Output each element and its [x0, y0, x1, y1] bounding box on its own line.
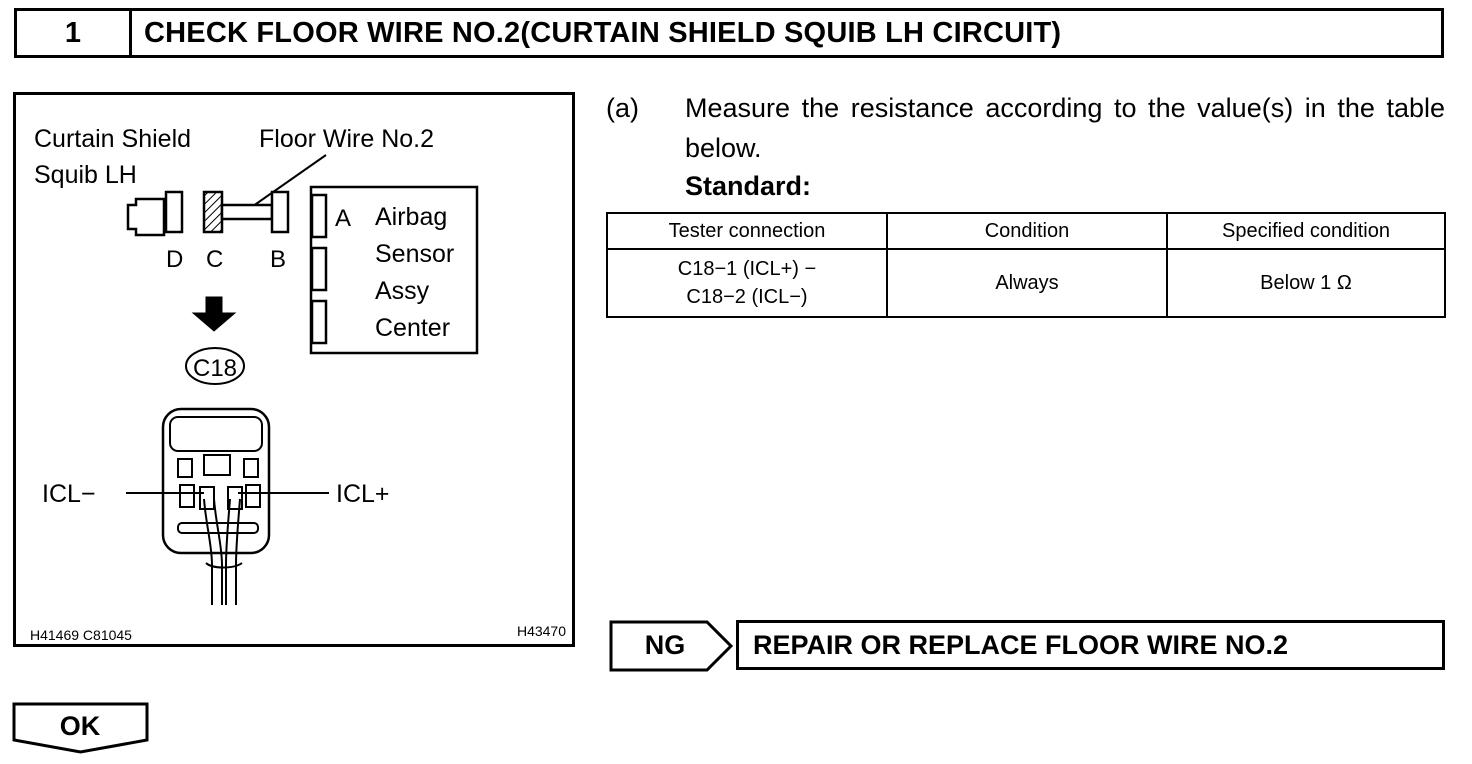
- airbag-socket-3: [310, 299, 328, 345]
- tester-connection-line2: C18−2 (ICL−): [686, 286, 808, 308]
- ng-arrow-icon: [609, 620, 734, 672]
- column-header: Specified condition: [1166, 212, 1446, 250]
- airbag-line4: Center: [375, 314, 450, 342]
- airbag-line3: Assy: [375, 277, 430, 305]
- connector-diagram-svg: Curtain Shield Squib LH Floor Wire No.2 …: [30, 125, 566, 643]
- terminal-icl-minus: [199, 486, 215, 510]
- figure-code-left: H41469 C81045: [30, 627, 132, 643]
- step-header: 1 CHECK FLOOR WIRE NO.2(CURTAIN SHIELD S…: [14, 8, 1444, 58]
- standard-label: Standard:: [685, 171, 812, 201]
- column-header: Condition: [886, 212, 1168, 250]
- down-arrow-icon: [191, 296, 237, 332]
- label-floor-wire: Floor Wire No.2: [259, 125, 434, 153]
- connector-id-label: C18: [193, 355, 237, 382]
- airbag-socket-1: [310, 193, 328, 239]
- instruction-marker: (a): [606, 93, 639, 123]
- connector-cavity-4: [245, 484, 261, 508]
- tester-connection-line1: C18−1 (ICL+) −: [677, 258, 817, 280]
- connector-b-shape: [270, 190, 290, 234]
- step-title: CHECK FLOOR WIRE NO.2(CURTAIN SHIELD SQU…: [144, 16, 1062, 49]
- airbag-line1: Airbag: [375, 203, 447, 231]
- wire-1: [203, 498, 213, 605]
- condition-cell: Always: [886, 248, 1168, 318]
- wire-sheath: [205, 562, 243, 569]
- instruction-text: Measure the resistance according to the …: [685, 93, 1445, 163]
- connector-a-label: A: [335, 205, 351, 232]
- table-header-row: Tester connection Condition Specified co…: [606, 212, 1446, 250]
- table-row: C18−1 (ICL+) − C18−2 (ICL−) Always Below…: [606, 248, 1446, 318]
- terminal-left-label: ICL−: [42, 480, 96, 508]
- squib-plug-shape: [126, 197, 166, 237]
- label-curtain-line1: Curtain Shield: [34, 125, 191, 153]
- connector-c-label: C: [206, 246, 223, 273]
- connector-lock: [169, 416, 263, 452]
- specified-condition-cell: Below 1 Ω: [1166, 248, 1446, 318]
- figure-code-right: H43470: [517, 623, 566, 639]
- wire-harness-shape: [220, 203, 274, 221]
- wire-2: [213, 498, 223, 605]
- airbag-socket-2: [310, 246, 328, 292]
- airbag-line2: Sensor: [375, 240, 454, 268]
- tester-connection-cell: C18−1 (ICL+) − C18−2 (ICL−): [606, 248, 888, 318]
- connector-id-callout: [185, 347, 245, 385]
- label-curtain-line2: Squib LH: [34, 161, 137, 189]
- terminal-right-label: ICL+: [336, 480, 390, 508]
- connector-cavity-3: [179, 484, 195, 508]
- step-number: 1: [17, 11, 132, 55]
- wire-3: [225, 498, 231, 605]
- connector-b-label: B: [270, 246, 286, 273]
- ng-action-box: REPAIR OR REPLACE FLOOR WIRE NO.2: [736, 620, 1445, 670]
- airbag-sensor-box: [309, 185, 479, 355]
- connector-d-label: D: [166, 246, 183, 273]
- connector-cavity-1: [177, 458, 193, 478]
- ng-label: NG: [644, 629, 686, 660]
- floor-wire-leader: [245, 154, 327, 212]
- connector-d-shape: [164, 190, 184, 234]
- connector-cavity-2: [243, 458, 259, 478]
- connector-c-shape: [202, 190, 224, 234]
- connector-key: [203, 454, 231, 476]
- ok-label: OK: [59, 710, 101, 741]
- ok-arrow-icon: [12, 702, 149, 754]
- column-header: Tester connection: [606, 212, 888, 250]
- spec-table: Tester connection Condition Specified co…: [606, 212, 1446, 318]
- connector-diagram: Curtain Shield Squib LH Floor Wire No.2 …: [13, 92, 575, 647]
